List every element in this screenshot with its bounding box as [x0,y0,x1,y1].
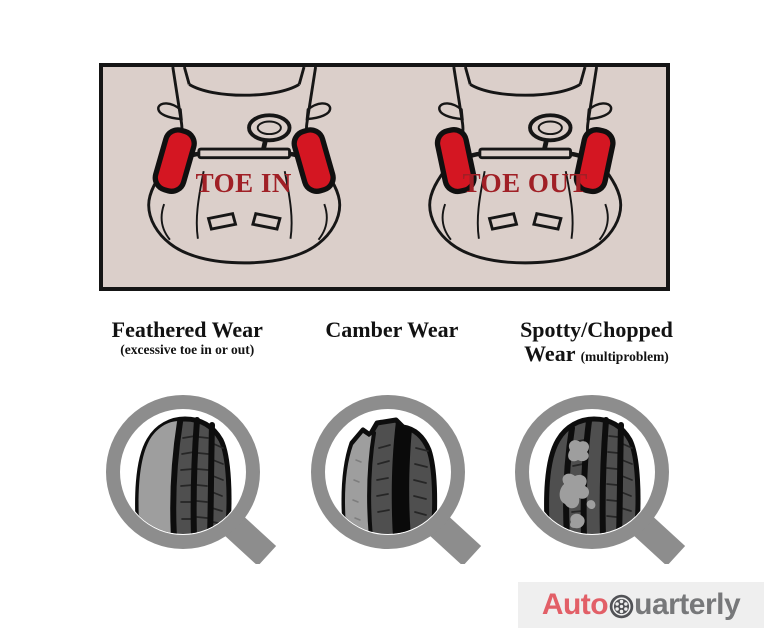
wheel-icon [609,594,634,619]
alignment-diagram-panel: TOE IN TOE OUT [99,63,670,291]
wear-heading-feathered: Feathered Wear (excessive toe in or out) [112,318,263,388]
toe-in-left-tire [152,127,197,194]
wear-title-word: Wear [524,340,576,366]
toe-out-label: TOE OUT [462,168,588,198]
toe-in-car-illustration [140,67,348,287]
logo-text-auto: Auto [541,588,609,621]
camber-wear-magnifier-icon [300,388,484,564]
wear-column-spotty: Spotty/Chopped Wear (multiproblem) [494,318,699,564]
toe-in-right-tire [291,127,336,194]
wear-column-feathered: Feathered Wear (excessive toe in or out) [85,318,290,564]
wear-types-row: Feathered Wear (excessive toe in or out)… [85,318,699,564]
wear-heading-spotty: Spotty/Chopped Wear (multiproblem) [520,318,673,388]
toe-out-car-cell: TOE OUT [385,67,667,287]
toe-in-label: TOE IN [195,168,292,198]
toe-out-car-illustration [421,67,629,287]
wear-title: Camber Wear [325,317,459,342]
logo: Auto uarterly [518,582,764,628]
wear-column-camber: Camber Wear [290,318,495,564]
spotty-wear-magnifier-icon [504,388,688,564]
wear-title-line1: Spotty/Chopped [520,317,673,342]
toe-out-right-tire [573,127,616,195]
wear-subtitle: (excessive toe in or out) [120,341,255,357]
wear-subtitle: (multiproblem) [580,348,669,364]
toe-in-car-cell: TOE IN [103,67,385,287]
wear-title: Feathered Wear [111,317,263,342]
logo-text-quarterly: uarterly [634,588,741,621]
wear-title-line2: Wear (multiproblem) [520,340,673,366]
wear-heading-camber: Camber Wear [325,318,458,388]
feathered-wear-magnifier-icon [95,388,279,564]
toe-out-left-tire [434,127,477,195]
